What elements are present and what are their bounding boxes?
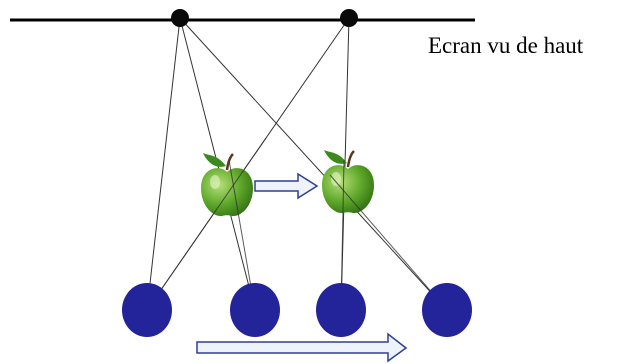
observer-circle-3 [316,283,366,337]
projector-point-left [171,9,189,27]
apple-leaf [203,153,226,167]
ray-left-to-person-4-front [329,174,448,311]
rays [146,17,448,311]
apple-leaf [324,150,347,164]
green-apple-icon [201,153,253,217]
apple-shine [210,175,220,189]
rays-foreground [146,137,448,311]
ray-right-to-person-1-front [146,137,267,311]
apple-shine [331,172,341,186]
observer-circle-4 [422,283,472,337]
apple-body [322,165,374,214]
screen-label: Ecran vu de haut [428,33,584,58]
apple-body [201,168,253,217]
green-apple-icon [322,150,374,214]
observer-circle-2 [230,283,280,337]
ray-left-to-person-4 [179,17,448,311]
apple-stem [346,150,355,168]
ray-left-to-person-1 [146,17,181,311]
projector-point-right [340,9,358,27]
observer-circle-1 [122,283,172,337]
right-arrow-icon [254,172,319,200]
right-arrow-icon [196,332,408,363]
